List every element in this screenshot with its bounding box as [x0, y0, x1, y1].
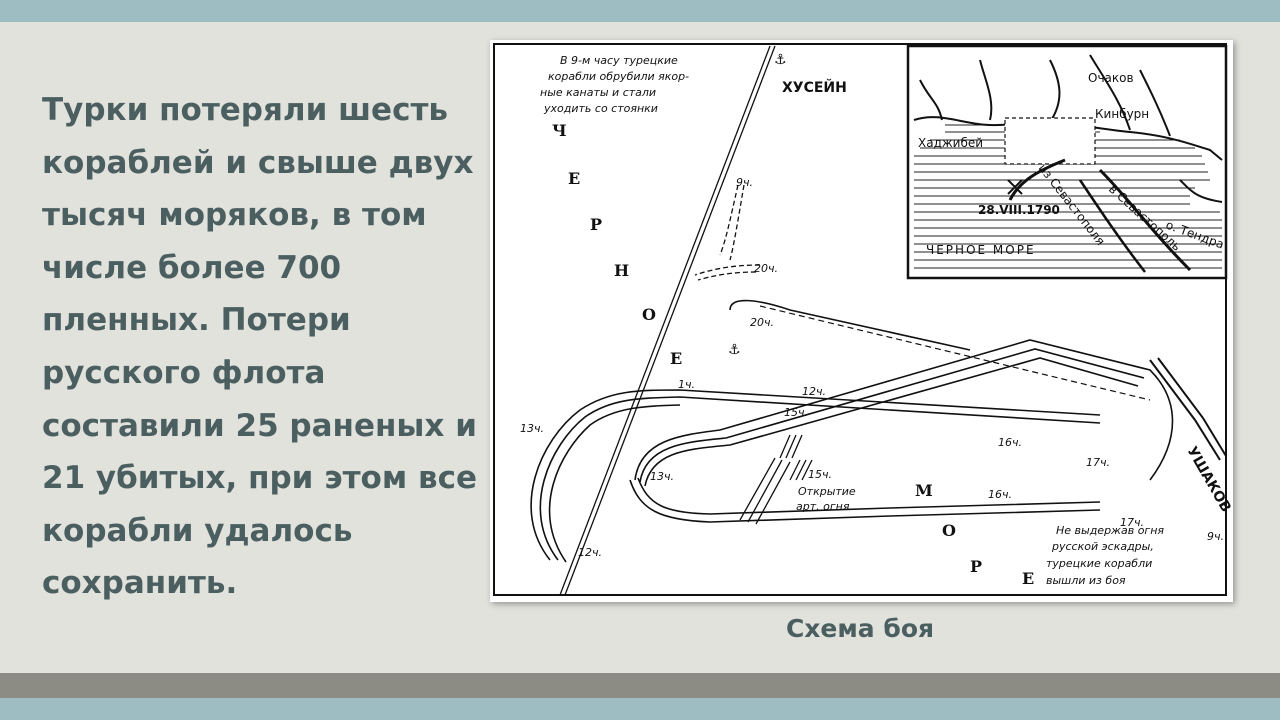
inset-label-hadzhibey: Хаджибей: [918, 136, 983, 150]
time-label: 12ч.: [802, 385, 826, 398]
note-top-line-2: корабли обрубили якор-: [548, 70, 689, 83]
turkish-escape-routes: [694, 184, 761, 281]
time-label: 13ч.: [520, 422, 544, 435]
sea-letter: М: [915, 481, 933, 500]
anchor-icon: ⚓: [728, 342, 741, 358]
inset-route-battle: [1008, 158, 1066, 201]
sea-letter: Н: [614, 261, 629, 280]
map-frame: [493, 43, 1227, 596]
sea-letter: Е: [670, 349, 682, 368]
time-label: 12ч.: [578, 546, 602, 559]
time-label: 1ч.: [678, 378, 695, 391]
inset-label-ochakov: Очаков: [1088, 71, 1134, 85]
battle-map-svg: Очаков Кинбурн Хаджибей 28.VIII.1790 из …: [493, 43, 1233, 596]
sea-word-1: Ч Е Р Н О Е: [552, 121, 682, 368]
sea-letter: Р: [590, 215, 602, 234]
fire-note-line-1: Открытие: [798, 485, 856, 498]
bottom-gray-bar: [0, 673, 1280, 698]
time-label: 20ч.: [750, 316, 774, 329]
inset-turkish-position: [1004, 117, 1096, 165]
inset-label-sea: ЧЕРНОЕ МОРЕ: [926, 243, 1036, 257]
inset-route-to-sevastopol: [1078, 179, 1146, 273]
time-label: 9ч.: [1207, 530, 1224, 543]
note-top-line-1: В 9-м часу турецкие: [560, 54, 678, 67]
note-top-line-3: ные канаты и стали: [540, 86, 656, 99]
inset-route-from-sevastopol: [1098, 168, 1192, 272]
note-bottom-line-4: вышли из боя: [1046, 574, 1126, 587]
note-bottom-line-1: Не выдержав огня: [1056, 524, 1164, 537]
note-bottom-line-2: русской эскадры,: [1051, 540, 1154, 553]
time-label: 16ч.: [988, 488, 1012, 501]
sea-letter: Ч: [552, 121, 567, 140]
sea-letter: Р: [970, 557, 982, 576]
fire-note-line-2: арт. огня: [796, 500, 850, 513]
time-label: 9ч.: [736, 176, 753, 189]
turkish-line-track: [559, 45, 776, 596]
inset-rivers: [919, 54, 1171, 137]
inset-frame: [906, 44, 1228, 280]
anchor-icon: ⚓: [774, 52, 787, 68]
time-labels: 9ч. 20ч. 20ч. 1ч. 12ч. 15ч. 13ч. 13ч. 12…: [520, 176, 1224, 559]
time-label: 16ч.: [998, 436, 1022, 449]
artillery-fire-markers: [739, 434, 813, 525]
time-label: 17ч.: [1086, 456, 1110, 469]
ushakov-route: [1149, 357, 1227, 461]
russian-squadron-route: [530, 299, 1174, 563]
inset-label-date: 28.VIII.1790: [978, 203, 1060, 217]
note-bottom-line-3: турецкие корабли: [1046, 557, 1152, 570]
inset-battle-mark-icon: [1007, 179, 1023, 195]
battle-scheme-figure: Очаков Кинбурн Хаджибей 28.VIII.1790 из …: [490, 40, 1233, 602]
slide-body-text: Турки потеряли шесть кораблей и свыше дв…: [42, 92, 477, 602]
sea-letter: Е: [568, 169, 580, 188]
inset-map: Очаков Кинбурн Хаджибей 28.VIII.1790 из …: [906, 44, 1228, 280]
turkish-route-middle: [759, 305, 1151, 401]
note-top: В 9-м часу турецкие корабли обрубили яко…: [540, 54, 689, 115]
time-label: 20ч.: [754, 262, 778, 275]
inset-coastline-2: [1179, 179, 1223, 203]
time-label: 13ч.: [650, 470, 674, 483]
time-label: 15ч.: [808, 468, 832, 481]
sea-letter: Е: [1022, 569, 1034, 588]
inset-label-kinburn: Кинбурн: [1095, 107, 1149, 121]
time-label: 17ч.: [1120, 516, 1144, 529]
bottom-accent-bar: [0, 698, 1280, 720]
sea-letter: О: [642, 305, 656, 324]
sea-word-2: М О Р Е: [915, 481, 1034, 588]
note-top-line-4: уходить со стоянки: [543, 102, 658, 115]
figure-caption: Схема боя: [785, 614, 935, 643]
note-bottom: Не выдержав огня русской эскадры, турецк…: [1046, 524, 1164, 587]
sea-letter: О: [942, 521, 956, 540]
time-label: 15ч.: [784, 406, 808, 419]
fire-note: Открытие арт. огня: [796, 485, 856, 513]
top-accent-bar: [0, 0, 1280, 22]
label-husein: ХУСЕЙН: [782, 79, 847, 96]
